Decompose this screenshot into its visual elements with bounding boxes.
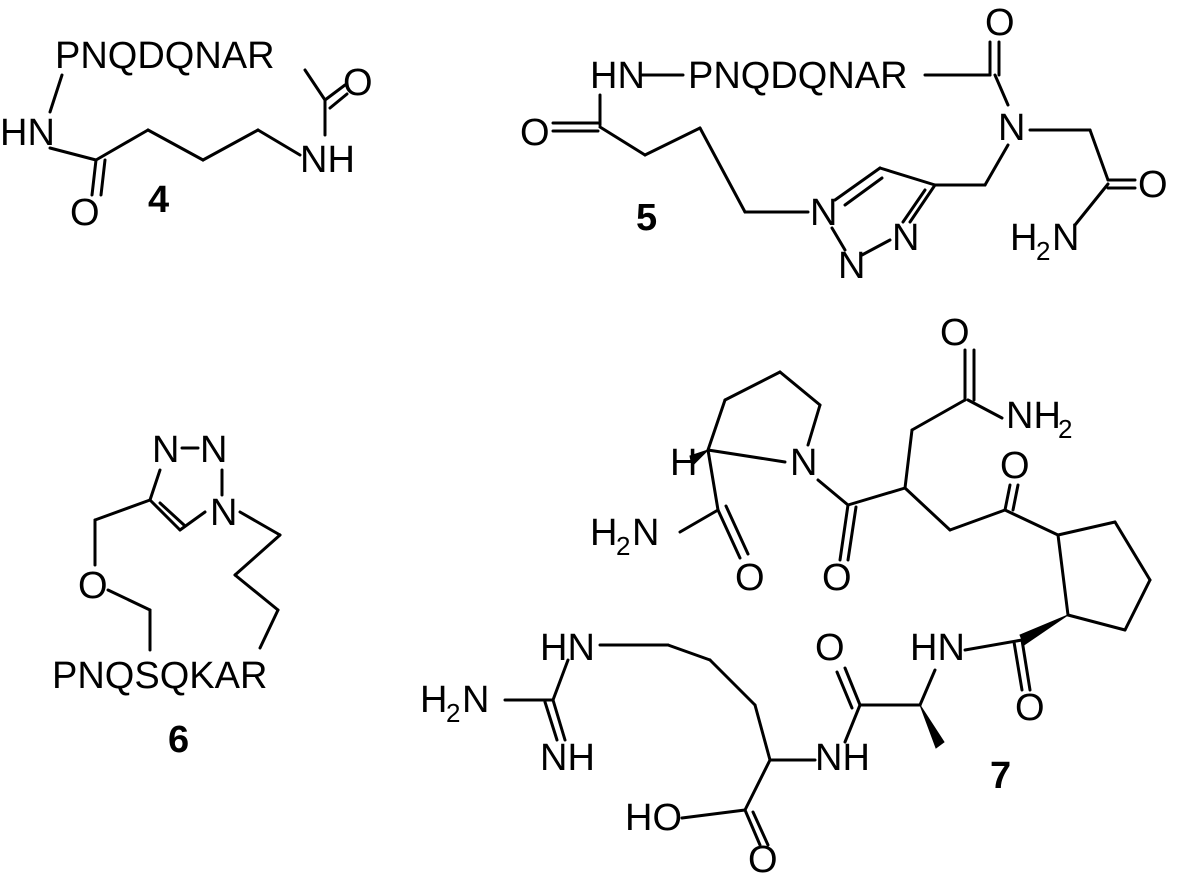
compound-4-nh: NH	[300, 139, 355, 181]
compound-5-o-left: O	[520, 112, 550, 154]
compound-5-h2n: H 2 N	[1010, 217, 1079, 266]
compound-7-guan-h2n-n: N	[462, 679, 489, 721]
compound-7-side-nh2: NH 2	[1006, 395, 1072, 444]
compound-7-side-o: O	[940, 312, 970, 354]
compound-6-number: 6	[168, 719, 189, 761]
compound-7: O NH 2 H N O H 2 N O O HN O HN O H 2 N N…	[420, 312, 1152, 879]
compound-7-acid-ho: HO	[625, 797, 682, 839]
compound-4-number: 4	[148, 179, 169, 221]
compound-5-peptide: PNQDQNAR	[688, 55, 908, 97]
compound-6-bonds	[93, 446, 282, 652]
compound-5-amide-o: O	[1138, 164, 1168, 206]
compound-6-triazole-n1: N	[210, 492, 237, 534]
compound-6-triazole-n2: N	[152, 429, 179, 471]
compound-7-side-nh-sub: 2	[1058, 414, 1072, 444]
compound-7-hn-cp: HN	[910, 627, 965, 669]
compound-5-o-top: O	[985, 2, 1015, 44]
compound-5-n: N	[998, 107, 1025, 149]
compound-7-guan-h2n-sub: 2	[446, 698, 460, 728]
compound-5-triazole-n3: N	[892, 217, 919, 259]
compound-7-guan-h2n-h: H	[420, 679, 447, 721]
compound-7-ketone-o: O	[1000, 445, 1030, 487]
compound-7-ala-o: O	[815, 627, 845, 669]
compound-6-ether-o: O	[78, 565, 108, 607]
compound-5-h2n-sub: 2	[1036, 236, 1050, 266]
compound-4-peptide: PNQDQNAR	[55, 35, 275, 77]
compound-5-number: 5	[636, 197, 657, 239]
compound-7-guan-h2n: H 2 N	[420, 679, 489, 728]
compound-4: PNQDQNAR HN NH O O 4	[0, 35, 373, 234]
compound-7-acyl-o: O	[822, 557, 852, 599]
compound-4-hn: HN	[0, 112, 55, 154]
compound-6-peptide: PNQSQKAR	[52, 655, 267, 697]
compound-7-h2n-sub: 2	[616, 531, 630, 561]
compound-4-o-top: O	[343, 62, 373, 104]
compound-4-bonds	[48, 68, 349, 197]
compound-7-h2n-h: H	[590, 512, 617, 554]
compound-7-ala-nh: NH	[815, 737, 870, 779]
compound-6: N N N O PNQSQKAR 6	[52, 429, 282, 761]
compound-5-hn: HN	[590, 55, 645, 97]
compound-7-acid-o: O	[748, 839, 778, 879]
compound-7-guan-nh: NH	[540, 737, 595, 779]
compound-7-cp-amide-o: O	[1015, 687, 1045, 729]
compound-5-h2n-h: H	[1010, 217, 1037, 259]
compound-5-bonds	[551, 40, 1137, 257]
compound-7-pyrrolidine-n: N	[790, 442, 817, 484]
compound-7-h2n-top: H 2 N	[590, 512, 659, 561]
compound-7-side-nh: NH	[1006, 395, 1061, 437]
compound-5: HN PNQDQNAR O O N N N N O H 2 N 5	[520, 2, 1168, 287]
compound-5-triazole-n2: N	[838, 245, 865, 287]
compound-7-h2n-n: N	[632, 512, 659, 554]
compound-4-o-bottom: O	[70, 192, 100, 234]
compound-7-amide-o: O	[735, 557, 765, 599]
compound-6-triazole-n3: N	[200, 429, 227, 471]
compound-7-number: 7	[990, 755, 1011, 797]
compound-7-bonds	[503, 348, 1152, 847]
